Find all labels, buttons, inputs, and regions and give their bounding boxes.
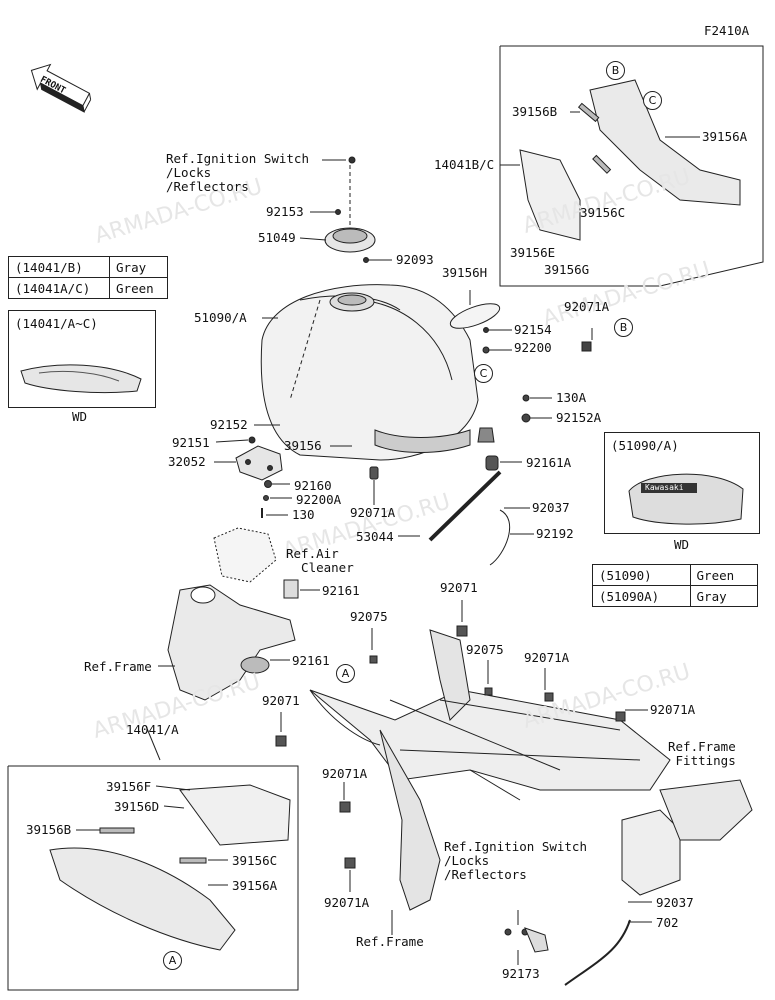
tank-pad [449, 303, 501, 329]
side-cover-14041a [49, 847, 236, 951]
inset-title: (51090/A) [611, 438, 679, 453]
part-92161: 92161 [322, 583, 360, 598]
part-92075: 92075 [350, 609, 388, 624]
part-39156c-bottom: 39156C [232, 853, 278, 868]
legend-color: Green [109, 277, 168, 299]
part-92152a: 92152A [556, 410, 602, 425]
legend-color: Gray [689, 585, 759, 607]
legend-color: Green [689, 564, 759, 586]
cable-702 [564, 919, 631, 986]
figure-code: F2410A [704, 23, 750, 38]
part-92075: 92075 [466, 642, 504, 657]
tank-badge: Kawasaki [645, 483, 684, 492]
part-39156b-bottom: 39156B [26, 822, 72, 837]
part-130a: 130A [556, 390, 587, 405]
part-92154: 92154 [514, 322, 552, 337]
color-legend-51090: (51090)Green (51090A)Gray [592, 564, 759, 607]
main-frame [309, 629, 671, 911]
inset-frame-bottom-left [7, 765, 299, 991]
legend-part: (51090A) [592, 585, 691, 607]
legend-part: (14041A/C) [7, 277, 111, 299]
part-51049: 51049 [258, 230, 296, 245]
bracket-32052 [235, 445, 283, 481]
inset-frame-top-right [499, 45, 764, 287]
side-cover-icon [20, 364, 142, 394]
part-92151: 92151 [172, 435, 210, 450]
part-39156c-top: 39156C [580, 205, 626, 220]
part-92161a: 92161A [526, 455, 572, 470]
callout-a: A [336, 664, 355, 683]
part-92200: 92200 [514, 340, 552, 355]
ref-ignition-switch-top: Ref.Ignition Switch /Locks /Reflectors [166, 151, 309, 194]
part-92093: 92093 [396, 252, 434, 267]
fuel-tank-icon [628, 473, 744, 525]
part-92071: 92071 [440, 580, 478, 595]
part-39156f: 39156F [106, 779, 152, 794]
side-cover-14041bc [589, 79, 741, 206]
callout-a: A [163, 951, 182, 970]
part-92192: 92192 [536, 526, 574, 541]
part-92071a: 92071A [524, 650, 570, 665]
part-92037-top: 92037 [532, 500, 570, 515]
ref-ignition-switch-bottom: Ref.Ignition Switch /Locks /Reflectors [444, 839, 587, 882]
left-frame-bracket [167, 584, 296, 701]
part-92071a: 92071A [350, 505, 396, 520]
air-cleaner-cover [213, 527, 277, 583]
part-92152: 92152 [210, 417, 248, 432]
callout-c: C [643, 91, 662, 110]
part-702: 702 [656, 915, 679, 930]
part-130: 130 [292, 507, 315, 522]
part-14041bc: 14041B/C [434, 157, 495, 172]
part-92160: 92160 [294, 478, 332, 493]
inset-caption: WD [674, 537, 690, 552]
part-39156a-bottom: 39156A [232, 878, 278, 893]
frame-fittings-box [621, 809, 681, 896]
inset-14041-variants: (14041/A~C) [8, 310, 156, 408]
fuel-tank [260, 284, 479, 461]
ref-frame-fittings: Ref.Frame Fittings [668, 739, 736, 768]
part-51090a: 51090/A [194, 310, 247, 325]
part-53044: 53044 [356, 529, 394, 544]
part-92200a: 92200A [296, 492, 342, 507]
callout-b: B [606, 61, 625, 80]
part-39156a-top: 39156A [702, 129, 748, 144]
part-39156e: 39156E [510, 245, 556, 260]
part-32052: 32052 [168, 454, 206, 469]
ref-frame-bottom: Ref.Frame [356, 934, 424, 949]
part-39156: 39156 [284, 438, 322, 453]
callout-c: C [474, 364, 493, 383]
part-92071a: 92071A [650, 702, 696, 717]
color-legend-14041: (14041/B)Gray (14041A/C)Green [7, 256, 168, 299]
callout-b: B [614, 318, 633, 337]
ref-air-cleaner: Ref.Air Cleaner [286, 546, 354, 575]
part-92071a: 92071A [322, 766, 368, 781]
inset-51090-variants: (51090/A) Kawasaki [604, 432, 760, 534]
part-92071a: 92071A [564, 299, 610, 314]
inset-caption: WD [72, 409, 88, 424]
front-arrow-icon [30, 63, 92, 113]
part-14041a: 14041/A [126, 722, 179, 737]
inset-title: (14041/A~C) [15, 316, 98, 331]
part-39156g: 39156G [544, 262, 590, 277]
part-92161: 92161 [292, 653, 330, 668]
part-92071a: 92071A [324, 895, 370, 910]
part-92153: 92153 [266, 204, 304, 219]
part-39156h: 39156H [442, 265, 488, 280]
part-92173: 92173 [502, 966, 540, 981]
part-92037-bottom: 92037 [656, 895, 694, 910]
legend-part: (14041/B) [7, 256, 111, 278]
legend-color: Gray [109, 256, 168, 278]
ref-frame-left: Ref.Frame [84, 659, 152, 674]
part-92071-left: 92071 [262, 693, 300, 708]
legend-part: (51090) [592, 564, 691, 586]
leader-lines [76, 111, 700, 965]
part-39156d: 39156D [114, 799, 160, 814]
part-39156b-top: 39156B [512, 104, 558, 119]
